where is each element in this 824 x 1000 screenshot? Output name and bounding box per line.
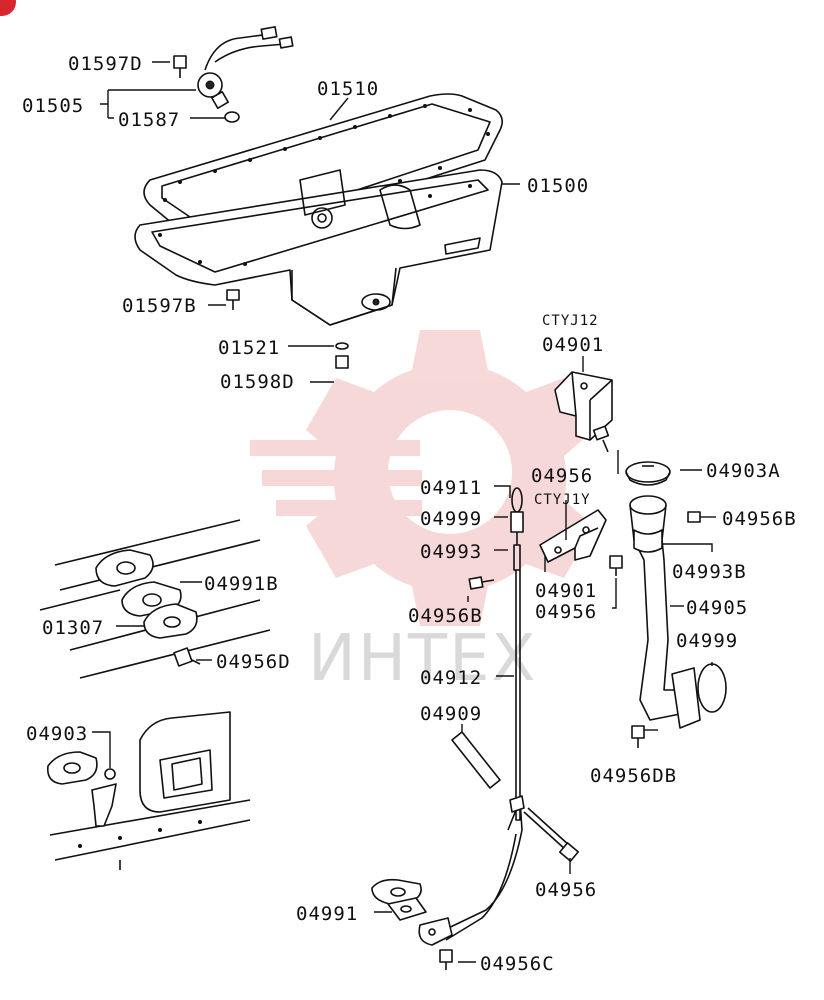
oil-filler-tube	[629, 495, 701, 729]
watermark-logo-icon	[250, 330, 594, 626]
oil-level-sensor	[197, 26, 294, 123]
label-04903: 04903	[26, 723, 88, 745]
label-04991B: 04991B	[204, 573, 279, 595]
bolt-04956DB	[631, 725, 645, 739]
bracket-ctyj12	[554, 371, 613, 453]
o-ring-04999	[697, 663, 727, 713]
bolt-01597D	[173, 55, 187, 78]
label-04901-mid: 04901	[535, 580, 597, 602]
oil-pan-group	[134, 26, 504, 369]
label-04993B: 04993B	[672, 561, 747, 583]
label-01597D: 01597D	[68, 53, 143, 75]
label-04901-top: 04901	[542, 334, 604, 356]
dipstick	[510, 487, 524, 821]
watermark-text: ИНТЕХ	[308, 622, 537, 696]
label-ctyj12: CTYJ12	[542, 313, 599, 329]
gasket-04991	[371, 878, 427, 921]
dipstick-guide-tube	[418, 795, 525, 946]
label-01598D: 01598D	[220, 371, 295, 393]
label-04905: 04905	[686, 597, 748, 619]
label-01500: 01500	[527, 175, 589, 197]
label-01505: 01505	[22, 95, 84, 117]
corner-badge-icon	[0, 0, 16, 16]
dipstick-hose	[451, 731, 501, 789]
part-labels: 01597D 01505 01510 01587 01500 01597B 01…	[22, 53, 797, 975]
drain-washer	[335, 342, 349, 350]
label-04909: 04909	[420, 703, 482, 725]
label-ctyj1y: CTYJ1Y	[534, 492, 591, 508]
label-04999-right: 04999	[676, 630, 738, 652]
oil-pan-gasket	[143, 93, 504, 247]
label-04993: 04993	[420, 541, 482, 563]
label-04991: 04991	[296, 903, 358, 925]
label-04911: 04911	[420, 477, 482, 499]
bolt-04956C	[439, 949, 453, 963]
label-01521: 01521	[218, 337, 280, 359]
label-04956-bottom: 04956	[535, 879, 597, 901]
bolt-04956D	[173, 647, 193, 667]
bolt-04956B-right	[687, 511, 701, 523]
gasket-04903	[46, 751, 117, 827]
label-04956DB: 04956DB	[590, 765, 677, 787]
long-bolt-04956	[523, 807, 580, 862]
label-04903A: 04903A	[706, 460, 781, 482]
drain-plug	[335, 355, 349, 369]
gasket-04991B	[95, 549, 198, 639]
label-01307: 01307	[42, 617, 104, 639]
bracket-ctyj1y	[539, 509, 623, 576]
oil-filler-cap	[625, 461, 671, 486]
label-04956C: 04956C	[480, 953, 555, 975]
bolt-01597B	[226, 289, 240, 310]
bolt-04956B-left	[468, 576, 484, 590]
label-04956D: 04956D	[216, 651, 291, 673]
label-04956B-left: 04956B	[408, 605, 483, 627]
label-04912: 04912	[420, 667, 482, 689]
label-01587: 01587	[118, 109, 180, 131]
label-01597B: 01597B	[122, 295, 197, 317]
label-04956-top: 04956	[531, 465, 593, 487]
label-04956-mid: 04956	[535, 601, 597, 623]
oil-pan-body	[134, 169, 503, 326]
label-04999-left: 04999	[420, 508, 482, 530]
label-04956B-right: 04956B	[722, 508, 797, 530]
label-01510: 01510	[317, 78, 379, 100]
engine-block-sketch-lower	[49, 711, 251, 870]
engine-block-sketch-upper	[39, 519, 271, 679]
